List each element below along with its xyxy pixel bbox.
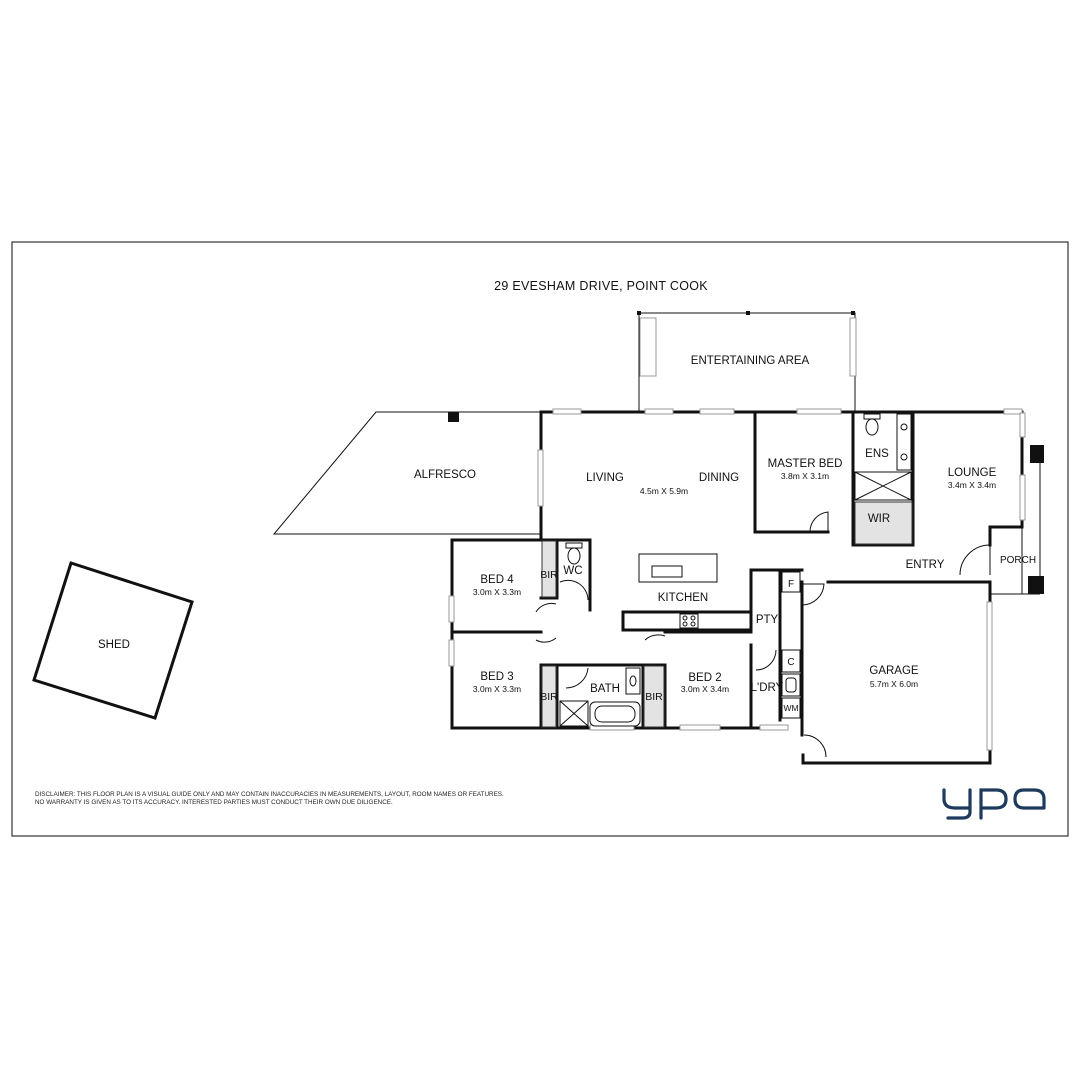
label-ens: ENS: [865, 448, 889, 460]
label-bed2-dim: 3.0m X 3.4m: [681, 684, 729, 694]
label-wm: WM: [783, 703, 798, 713]
label-entertaining: ENTERTAINING AREA: [691, 355, 810, 367]
label-bir-bed4: BIR: [540, 569, 558, 581]
label-wir: WIR: [868, 513, 890, 525]
label-bed3: BED 3: [480, 671, 513, 683]
label-c: C: [787, 657, 794, 668]
label-bath: BATH: [590, 683, 620, 695]
label-dining: DINING: [699, 472, 739, 484]
label-alfresco: ALFRESCO: [414, 469, 476, 481]
label-master-dim: 3.8m X 3.1m: [781, 471, 829, 481]
label-pty: PTY: [756, 614, 779, 626]
label-bed3-dim: 3.0m X 3.3m: [473, 684, 521, 694]
label-kitchen: KITCHEN: [658, 592, 708, 604]
label-lounge-dim: 3.4m X 3.4m: [948, 480, 996, 490]
fixtures: [541, 413, 913, 728]
room-labels: ENTERTAINING AREA ALFRESCO LIVING 4.5m X…: [98, 355, 1036, 713]
alfresco: [272, 411, 541, 535]
entertaining-area: [637, 311, 857, 412]
label-bed4: BED 4: [480, 574, 514, 586]
label-garage: GARAGE: [869, 665, 919, 677]
shed: [32, 561, 194, 720]
ypa-logo: [942, 788, 1046, 820]
label-master: MASTER BED: [768, 458, 843, 470]
disclaimer-line1: DISCLAIMER: THIS FLOOR PLAN IS A VISUAL …: [35, 791, 504, 798]
label-bed4-dim: 3.0m X 3.3m: [473, 587, 521, 597]
label-bir-bed3: BIR: [540, 691, 558, 703]
label-bir-bed2: BIR: [645, 691, 663, 703]
doors: [535, 511, 991, 758]
windows: [448, 408, 1026, 751]
label-lounge: LOUNGE: [948, 467, 997, 479]
label-garage-dim: 5.7m X 6.0m: [870, 679, 918, 689]
plan-title: 29 EVESHAM DRIVE, POINT COOK: [494, 279, 708, 293]
label-wc: WC: [563, 565, 582, 577]
disclaimer-line2: NO WARRANTY IS GIVEN AS TO ITS ACCURACY.…: [35, 799, 393, 806]
label-f: F: [788, 579, 794, 590]
label-living: LIVING: [586, 472, 624, 484]
label-bed2: BED 2: [688, 672, 721, 684]
label-entry: ENTRY: [906, 559, 945, 571]
label-living-dim: 4.5m X 5.9m: [640, 486, 688, 496]
label-ldry: L'DRY: [751, 682, 784, 694]
label-porch: PORCH: [1000, 555, 1036, 566]
label-shed: SHED: [98, 639, 130, 651]
